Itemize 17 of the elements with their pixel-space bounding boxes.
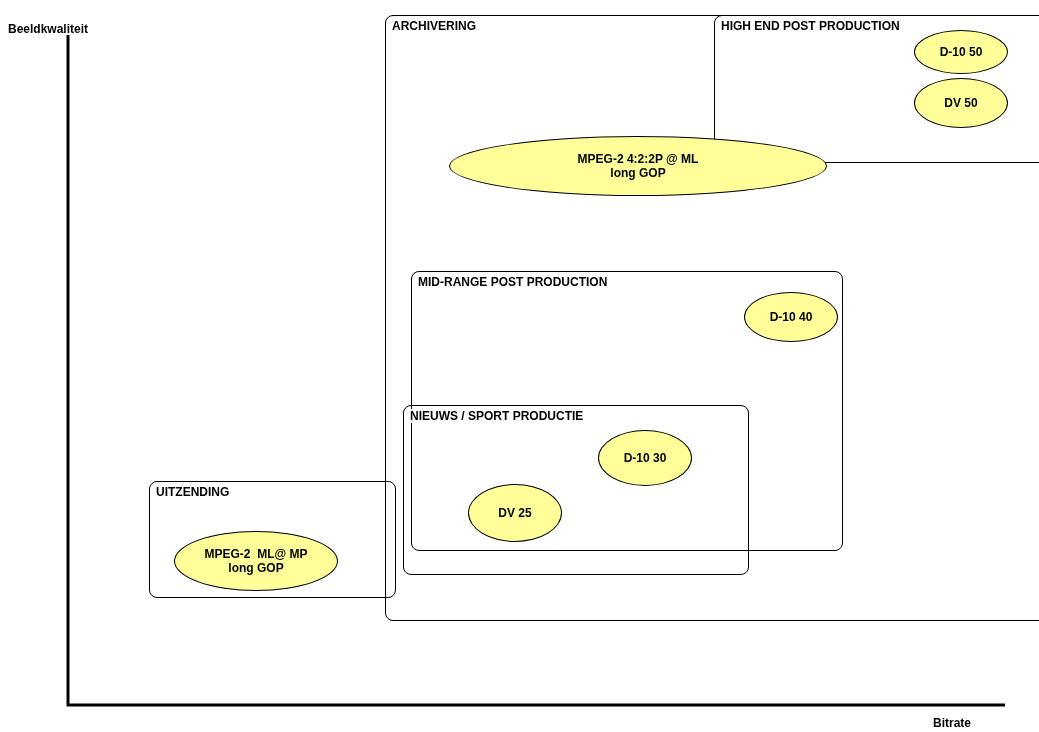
axis-label: Beeldkwaliteit (8, 22, 89, 36)
region-title: ARCHIVERING (390, 19, 478, 33)
format-label: D-10 50 (939, 45, 983, 59)
format-label: MPEG-2 ML@ MP long GOP (203, 547, 309, 575)
format-label: DV 50 (944, 96, 978, 110)
region-title: NIEUWS / SPORT PRODUCTIE (408, 409, 586, 423)
region-title: UITZENDING (154, 485, 232, 499)
region-title: HIGH END POST PRODUCTION (719, 19, 902, 33)
axis-label: Bitrate (933, 716, 971, 730)
format-label: DV 25 (498, 506, 532, 520)
region-frame (149, 481, 396, 598)
region-frame (403, 405, 749, 575)
format-label: D-10 40 (769, 310, 813, 324)
region-title: MID-RANGE POST PRODUCTION (416, 275, 610, 289)
region-frame (385, 15, 1039, 621)
format-label: MPEG-2 4:2:2P @ ML long GOP (576, 152, 700, 180)
format-label: D-10 30 (623, 451, 667, 465)
